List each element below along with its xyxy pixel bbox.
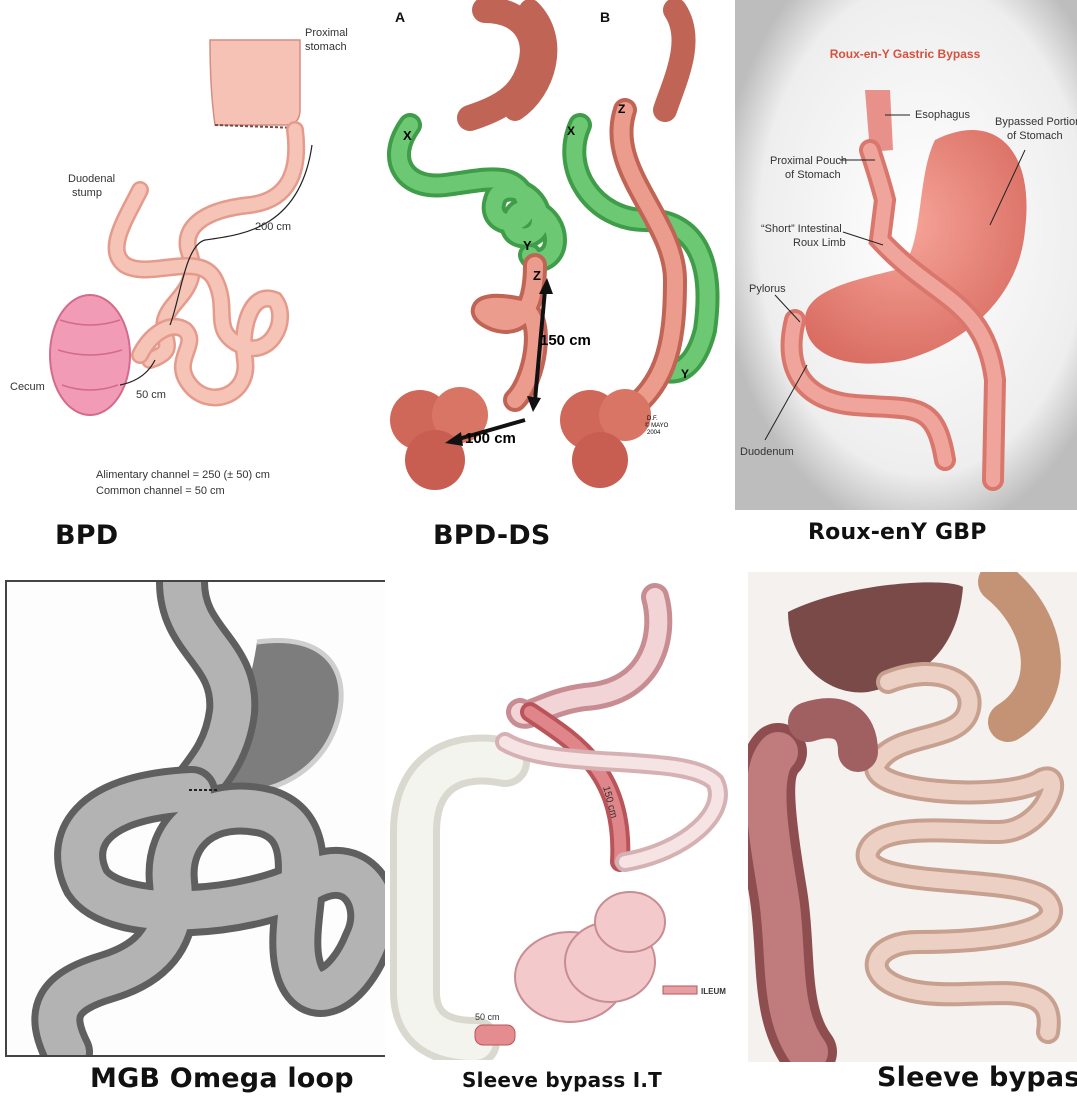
- caption-sleeve-bypass-it: Sleeve bypass I.T: [462, 1068, 662, 1092]
- svg-text:Esophagus: Esophagus: [915, 109, 971, 121]
- svg-text:ILEUM: ILEUM: [701, 987, 726, 996]
- svg-text:Roux Limb: Roux Limb: [793, 237, 846, 249]
- svg-text:Duodenal: Duodenal: [68, 173, 115, 185]
- svg-text:Bypassed Portion: Bypassed Portion: [995, 116, 1077, 128]
- svg-text:Y: Y: [681, 367, 689, 381]
- svg-text:Z: Z: [533, 268, 541, 283]
- bpd-ds-diagram: A B X Y Z 150 cm 100 cm X Z Y D.F. ©: [375, 0, 735, 510]
- svg-text:“Short” Intestinal: “Short” Intestinal: [761, 223, 842, 235]
- svg-text:X: X: [567, 124, 575, 138]
- svg-text:D.F.: D.F.: [647, 416, 658, 422]
- caption-roux-en-y: Roux-enY GBP: [808, 520, 987, 545]
- caption-sleeve-bypass: Sleeve bypass: [877, 1062, 1077, 1093]
- svg-text:50 cm: 50 cm: [136, 389, 166, 401]
- svg-text:Proximal Pouch: Proximal Pouch: [770, 155, 847, 167]
- svg-text:of Stomach: of Stomach: [1007, 130, 1063, 142]
- svg-text:Alimentary channel = 250 (± 50: Alimentary channel = 250 (± 50) cm: [96, 469, 270, 481]
- svg-text:Proximal: Proximal: [305, 27, 348, 39]
- svg-text:B: B: [600, 9, 610, 25]
- svg-text:A: A: [395, 9, 405, 25]
- proximal-stomach-shape: [210, 40, 300, 125]
- roux-en-y-diagram: Roux-en-Y Gastric Bypass Esophagus Bypas…: [735, 0, 1077, 510]
- svg-text:Common channel = 50 cm: Common channel = 50 cm: [96, 485, 225, 497]
- svg-text:150 cm: 150 cm: [540, 332, 591, 349]
- svg-text:Roux-en-Y Gastric Bypass: Roux-en-Y Gastric Bypass: [830, 47, 981, 61]
- mgb-omega-loop-diagram: [5, 580, 395, 1057]
- svg-text:Duodenum: Duodenum: [740, 446, 794, 458]
- svg-text:stomach: stomach: [305, 41, 347, 53]
- sleeve-bypass-diagram: [748, 572, 1077, 1062]
- svg-text:stump: stump: [72, 187, 102, 199]
- svg-text:© MAYO: © MAYO: [645, 422, 669, 429]
- svg-text:50 cm: 50 cm: [475, 1012, 500, 1022]
- svg-text:100 cm: 100 cm: [465, 430, 516, 447]
- svg-text:2004: 2004: [647, 430, 661, 436]
- svg-text:X: X: [403, 128, 412, 143]
- svg-text:Y: Y: [523, 238, 532, 253]
- caption-mgb-omega-loop: MGB Omega loop: [90, 1063, 354, 1094]
- svg-text:of Stomach: of Stomach: [785, 169, 841, 181]
- svg-text:Cecum: Cecum: [10, 381, 45, 393]
- sleeve-bypass-it-diagram: 150 cm 50 cm ILEUM: [385, 572, 745, 1060]
- bpd-diagram: Proximal stomach Duodenal stump 200 cm C…: [0, 0, 375, 510]
- caption-bpd: BPD: [55, 520, 118, 551]
- caption-bpd-ds: BPD-DS: [433, 520, 551, 551]
- svg-text:200 cm: 200 cm: [255, 221, 291, 233]
- svg-text:Pylorus: Pylorus: [749, 283, 786, 295]
- svg-text:Z: Z: [618, 102, 625, 116]
